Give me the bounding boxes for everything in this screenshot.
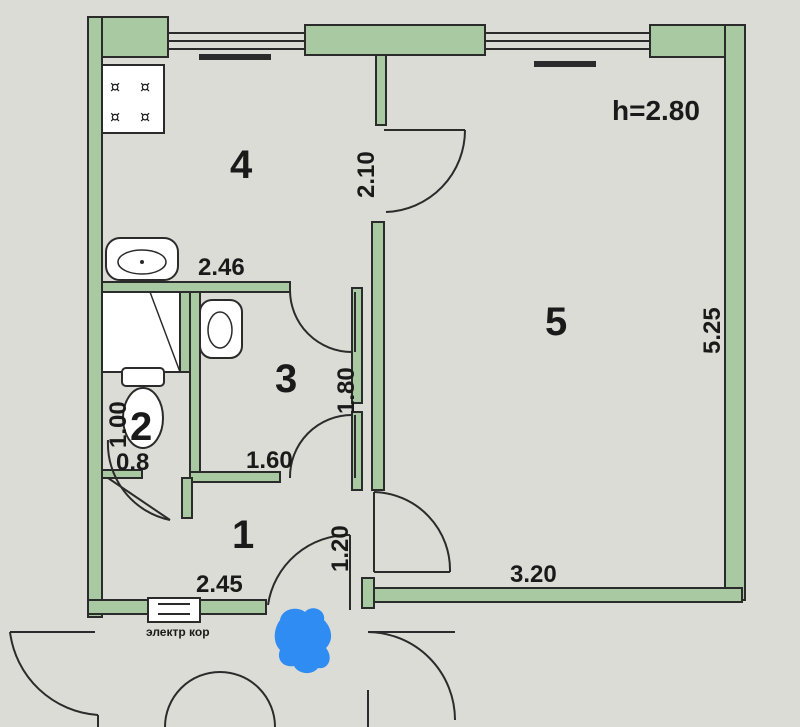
- wall-hall-left-stub: [181, 477, 193, 519]
- svg-text:¤: ¤: [140, 107, 150, 126]
- left-wall: [87, 16, 103, 618]
- toilet-icon: [121, 367, 165, 449]
- wall-bath-right-lower: [351, 411, 363, 491]
- room-label-2: 2: [130, 405, 152, 449]
- top-wall-mid: [304, 24, 486, 56]
- kitchen-sink-icon: [105, 237, 179, 281]
- electric-panel-label: электр кор: [146, 625, 210, 639]
- window-sash-kitchen: [199, 54, 271, 60]
- svg-text:¤: ¤: [140, 77, 150, 96]
- wall-hall-living-bottom: [361, 577, 375, 609]
- dimension-2-10: 2.10: [353, 151, 380, 198]
- door-swings: [9, 129, 466, 727]
- wall-bath-right: [351, 287, 363, 404]
- wall-kitchen-bottom: [101, 281, 291, 293]
- outer-walls: [87, 16, 746, 618]
- interior-walls: [101, 54, 387, 609]
- dimension-2-46: 2.46: [198, 254, 245, 281]
- redaction-blob: [274, 608, 332, 674]
- electric-panel-icon: [147, 597, 201, 623]
- windows: [167, 32, 651, 67]
- stove-icon: ¤ ¤ ¤ ¤: [101, 64, 165, 134]
- dimension-1-60: 1.60: [246, 447, 293, 474]
- room-label-1: 1: [232, 513, 254, 557]
- ceiling-height-label: h=2.80: [612, 95, 700, 126]
- wall-wc-right: [179, 291, 191, 373]
- dimension-2-45: 2.45: [196, 571, 243, 598]
- wall-kitchen-living-mid: [371, 221, 385, 491]
- svg-text:¤: ¤: [110, 107, 120, 126]
- dimension-5-25: 5.25: [699, 307, 726, 354]
- dimension-0-8: 0.8: [116, 449, 149, 476]
- dimension-1-80: 1.80: [333, 367, 360, 414]
- room-label-5: 5: [545, 300, 567, 344]
- room-label-3: 3: [275, 357, 297, 401]
- dimension-1-20: 1.20: [327, 525, 354, 572]
- wall-kitchen-living-top: [375, 54, 387, 126]
- wall-bath-left: [189, 291, 201, 479]
- dimension-1-00: 1.00: [105, 401, 132, 448]
- bath-sink-icon: [199, 299, 243, 359]
- room-label-4: 4: [230, 143, 253, 187]
- bottom-wall-right: [371, 587, 743, 603]
- window-sash-living: [534, 61, 596, 67]
- svg-text:¤: ¤: [110, 77, 120, 96]
- wall-wc-bottom: [101, 469, 143, 479]
- dimension-3-20: 3.20: [510, 561, 557, 588]
- bathtub-icon: [101, 291, 181, 373]
- right-wall: [724, 24, 746, 601]
